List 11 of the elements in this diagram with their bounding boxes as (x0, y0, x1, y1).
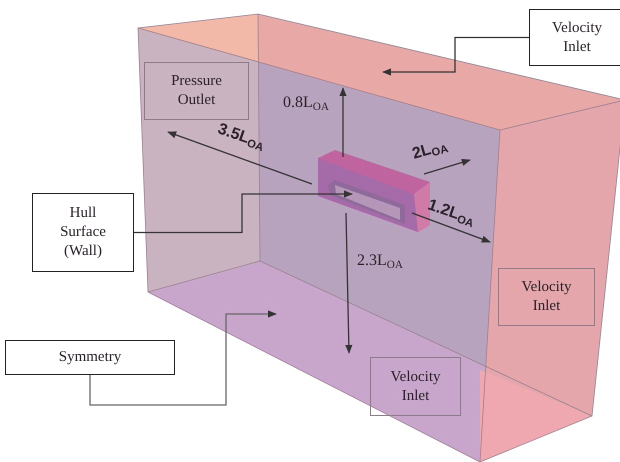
leader-line (89, 310, 277, 406)
boundary-label-box: Hull Surface (Wall) (32, 193, 134, 272)
leader-line (382, 36, 529, 76)
boundary-label-box: Pressure Outlet (144, 62, 249, 120)
dimension-label: 0.8L$_{OA}$ (283, 94, 329, 113)
boundary-label-box: Velocity Inlet (498, 268, 595, 326)
leader-line (134, 190, 353, 234)
boundary-label-box: Velocity Inlet (370, 357, 461, 416)
boundary-label-box: Symmetry (5, 340, 175, 375)
boundary-label-box: Velocity Inlet (529, 9, 620, 66)
dimension-label: 2.3L$_{OA}$ (357, 252, 403, 271)
